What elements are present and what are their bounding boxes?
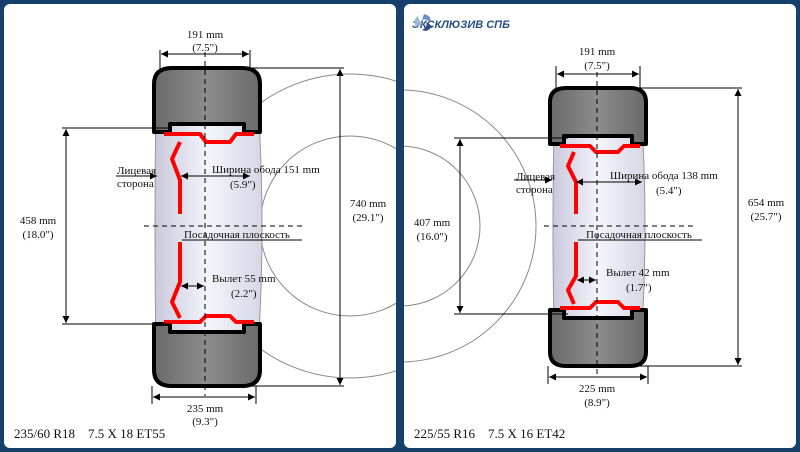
right-wheel-panel: 191 mm (7.5") 407 mm (16.0") Лицевая сто… xyxy=(404,4,796,448)
right-tread-in: (8.9") xyxy=(584,397,610,409)
left-rim-width-in: (5.9") xyxy=(230,179,256,191)
right-rim-dia-mm: 407 mm xyxy=(414,217,451,229)
left-top-width-in: (7.5") xyxy=(192,42,218,54)
left-size-caption: 235/60 R18 7.5 X 18 ET55 xyxy=(14,426,166,441)
right-outer-dia-mm: 654 mm xyxy=(748,197,785,209)
right-rim-upper-profile xyxy=(560,144,640,214)
right-face-side-label-1: Лицевая xyxy=(516,171,555,183)
right-offset-in: (1.7") xyxy=(626,282,652,294)
right-side-rim-circle xyxy=(404,145,481,307)
right-outer-dia-in: (25.7") xyxy=(750,211,781,223)
left-rim-width-label: Ширина обода 151 mm xyxy=(212,164,320,176)
left-offset-label: Вылет 55 mm xyxy=(212,273,276,285)
right-top-tire xyxy=(548,86,648,146)
brand-logo: ЭКСКЛЮЗИВ СПБ xyxy=(412,12,510,38)
brand-name: ЭКСКЛЮЗИВ СПБ xyxy=(412,19,510,31)
right-top-width-mm: 191 mm xyxy=(579,46,616,58)
left-face-side-label-2: сторона xyxy=(117,178,154,190)
left-mount-plane-label: Посадочная плоскость xyxy=(184,229,290,241)
left-wheel-panel: 191 mm (7.5") 458 mm (18.0") Лицевая сто… xyxy=(4,4,396,448)
left-top-width-mm: 191 mm xyxy=(187,29,224,41)
right-side-outer-circle xyxy=(404,89,537,363)
left-face-side-label-1: Лицевая xyxy=(117,165,156,177)
right-bottom-tire xyxy=(548,308,648,368)
right-tread-mm: 225 mm xyxy=(579,383,616,395)
left-wheel-diagram: 191 mm (7.5") 458 mm (18.0") Лицевая сто… xyxy=(20,29,396,428)
left-rim-upper-profile xyxy=(164,132,254,214)
right-rim-width-label: Ширина обода 138 mm xyxy=(610,170,718,182)
right-rim-lower-profile xyxy=(560,242,640,310)
left-outer-dia-in: (29.1") xyxy=(352,212,383,224)
left-top-tire xyxy=(152,66,262,134)
left-rim-dia-in: (18.0") xyxy=(22,229,53,241)
right-top-width-in: (7.5") xyxy=(584,60,610,72)
right-mount-plane-label: Посадочная плоскость xyxy=(586,229,692,241)
left-bottom-tire xyxy=(152,322,262,388)
left-tread-in: (9.3") xyxy=(192,416,218,428)
left-rim-dia-mm: 458 mm xyxy=(20,215,57,227)
left-rim-lower-profile xyxy=(164,242,254,324)
right-rim-width-in: (5.4") xyxy=(656,185,682,197)
right-face-side-label-2: сторона xyxy=(516,184,553,196)
swirl-emblem-icon xyxy=(414,14,432,31)
right-offset-label: Вылет 42 mm xyxy=(606,267,670,279)
left-tread-mm: 235 mm xyxy=(187,403,224,415)
left-outer-dia-mm: 740 mm xyxy=(350,198,387,210)
right-wheel-diagram: 191 mm (7.5") 407 mm (16.0") Лицевая сто… xyxy=(404,46,785,409)
right-rim-dia-in: (16.0") xyxy=(416,231,447,243)
left-offset-in: (2.2") xyxy=(231,288,257,300)
right-size-caption: 225/55 R16 7.5 X 16 ET42 xyxy=(414,426,566,441)
